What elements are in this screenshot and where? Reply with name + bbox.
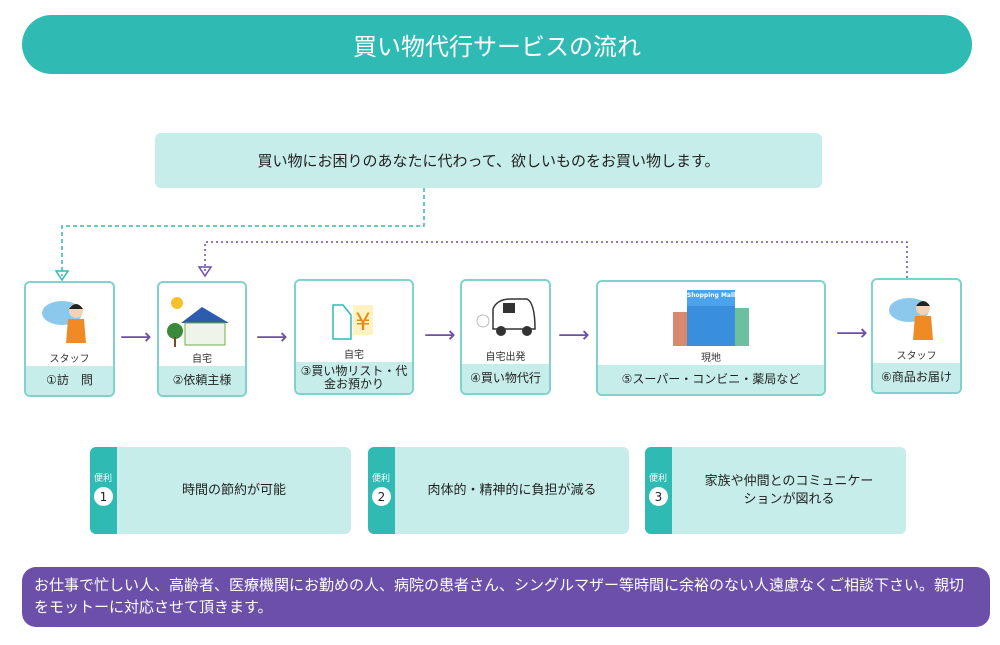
step-6-delivery: スタッフ ⑥商品お届け [871,278,962,394]
arrow-right-icon: ⟶ [424,323,456,348]
step-2-client: 自宅 ②依頼主様 [157,281,247,397]
page-title: 買い物代行サービスの流れ [22,15,972,74]
benefit-card-2: 便利 2 肉体的・精神的に負担が減る [368,447,629,534]
dashed-connector [61,188,425,276]
house-icon [167,297,229,347]
list-yen-icon: ¥ [332,304,373,340]
step-label: ⑥商品お届け [873,363,960,392]
step-1-visit: スタッフ ①訪 問 [24,281,115,397]
benefit-text: 家族や仲間とのコミュニケーションが図れる [704,473,874,507]
step-label: ⑤スーパー・コンビニ・薬局など [598,365,824,394]
step-caption: 現地 [701,353,721,364]
arrowhead [197,266,213,278]
step-caption: 自宅出発 [485,352,526,363]
step-label: ②依頼主様 [159,366,245,395]
benefit-tag: 便利 [649,474,668,484]
benefit-card-1: 便利 1 時間の節約が可能 [90,447,351,534]
benefit-card-3: 便利 3 家族や仲間とのコミュニケーションが図れる [645,447,906,534]
arrow-right-icon: ⟶ [558,323,590,348]
staff-person-icon [41,301,86,343]
shopping-mall-icon: Shopping Mall [673,290,749,346]
arrow-right-icon: ⟶ [120,325,152,350]
car-icon [476,298,536,336]
arrow-right-icon: ⟶ [836,321,868,346]
step-4-shopping: 自宅出発 ④買い物代行 [460,279,551,395]
step-caption: 自宅 [344,350,364,361]
benefit-tag: 便利 [372,474,391,484]
dotted-connector [204,241,908,278]
benefit-text: 時間の節約が可能 [181,482,286,498]
benefit-number: 1 [94,487,113,506]
benefit-text: 肉体的・精神的に負担が減る [427,482,597,498]
contact-note: お仕事で忙しい人、高齢者、医療機関にお勤めの人、病院の患者さん、シングルマザー等… [22,567,990,627]
lead-message: 買い物にお困りのあなたに代わって、欲しいものをお買い物します。 [155,133,822,188]
step-3-list: ¥ 自宅 ③買い物リスト・代金お預かり [294,279,414,395]
benefit-tag: 便利 [94,474,113,484]
arrowhead [54,270,70,282]
step-label: ①訪 問 [26,366,113,395]
arrow-right-icon: ⟶ [256,325,288,350]
mall-sign-text: Shopping Mall [687,292,735,299]
step-label: ④買い物代行 [462,364,549,393]
svg-text:¥: ¥ [355,308,370,336]
step-5-store: Shopping Mall 現地 ⑤スーパー・コンビニ・薬局など [596,280,826,396]
step-caption: スタッフ [896,351,937,362]
staff-person-icon [888,298,933,340]
step-caption: 自宅 [192,354,212,365]
benefit-number: 2 [372,487,391,506]
benefit-number: 3 [649,487,668,506]
step-caption: スタッフ [49,354,90,365]
step-label: ③買い物リスト・代金お預かり [296,362,412,393]
